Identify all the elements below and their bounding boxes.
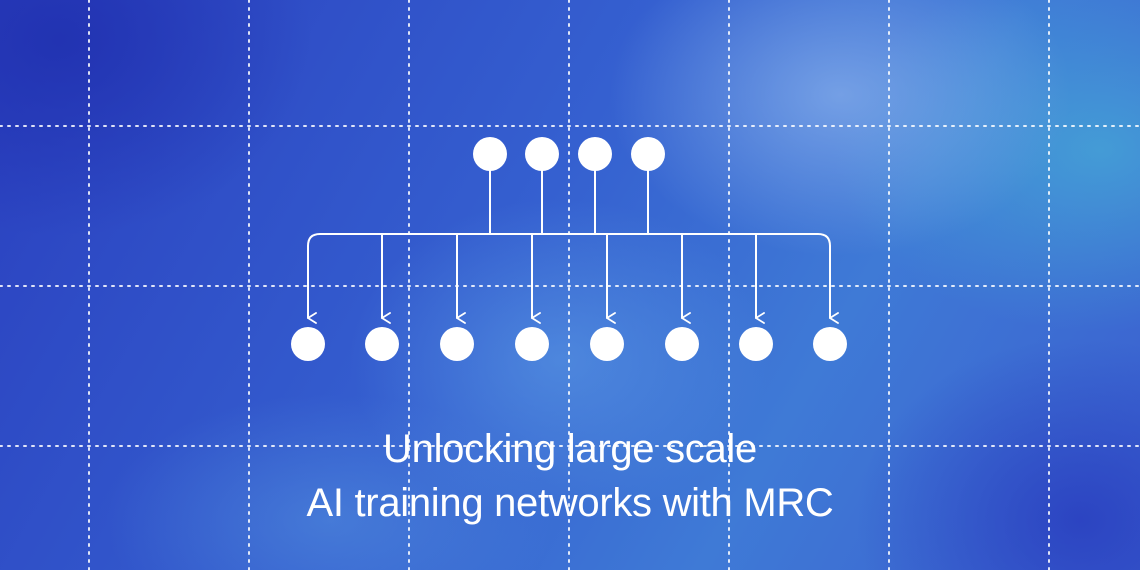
distribution-bus — [307, 233, 831, 247]
target-node — [515, 327, 549, 361]
target-node — [739, 327, 773, 361]
source-node — [525, 137, 559, 171]
source-node — [578, 137, 612, 171]
target-node — [365, 327, 399, 361]
headline: Unlocking large scale AI training networ… — [0, 422, 1140, 530]
target-node — [665, 327, 699, 361]
source-node — [631, 137, 665, 171]
headline-line-1: Unlocking large scale — [383, 427, 757, 471]
target-node — [813, 327, 847, 361]
target-node — [440, 327, 474, 361]
target-node — [590, 327, 624, 361]
target-node — [291, 327, 325, 361]
headline-line-2: AI training networks with MRC — [306, 481, 834, 525]
source-node — [473, 137, 507, 171]
